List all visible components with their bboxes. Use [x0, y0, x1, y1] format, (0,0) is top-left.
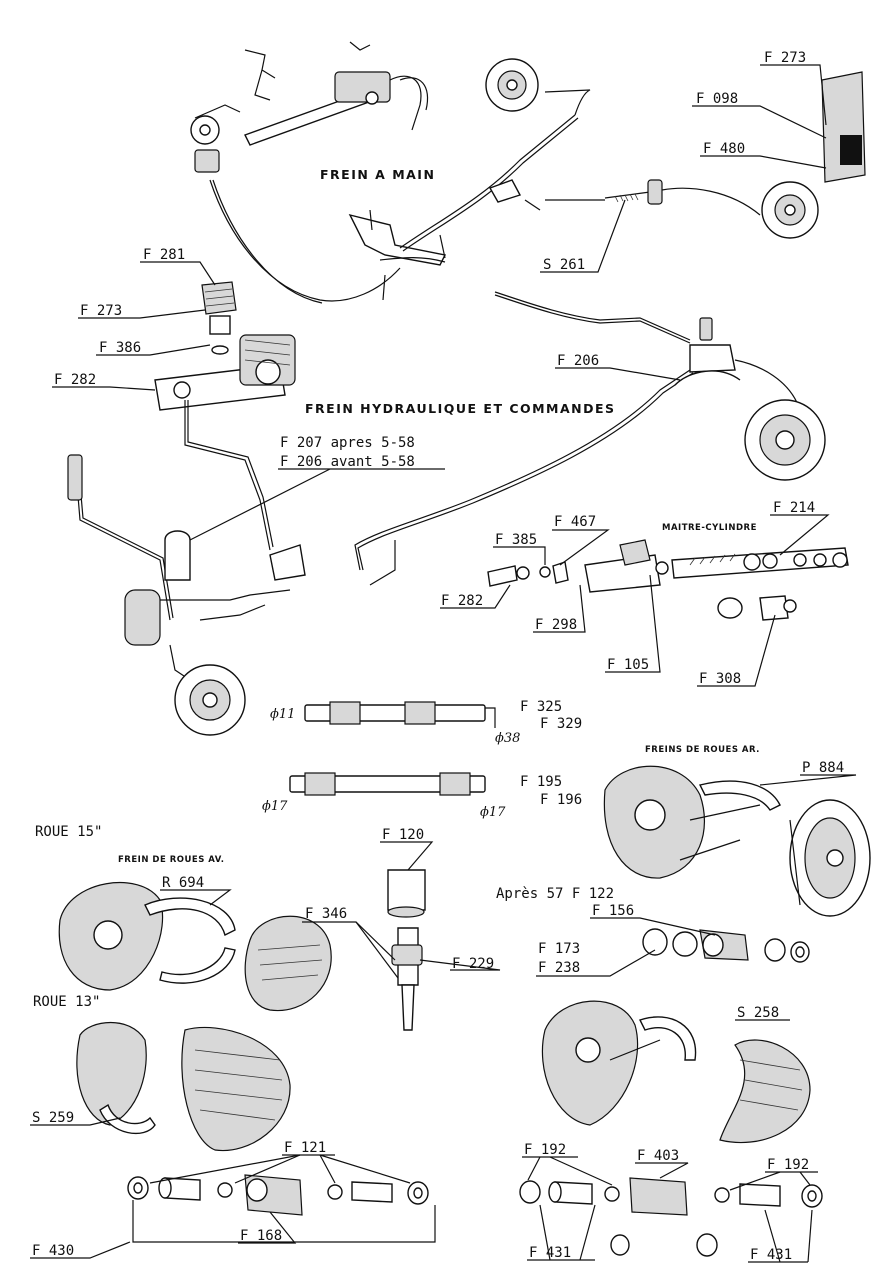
wheel-cylinder-parts-right: [642, 928, 810, 963]
ref-f173: F 173: [538, 941, 580, 957]
label-roue-15: ROUE 15": [35, 824, 102, 840]
ref-f325: F 325: [520, 699, 562, 715]
title-freins-roues-ar: FREINS DE ROUES AR.: [645, 745, 760, 755]
label-roue-13: ROUE 13": [33, 994, 100, 1010]
master-cylinder-exploded: [487, 539, 849, 621]
ref-f192-left: F 192: [524, 1142, 566, 1158]
dim-d11: ϕ11: [270, 707, 295, 722]
ref-f214: F 214: [773, 500, 815, 516]
ref-s258: S 258: [737, 1005, 779, 1021]
title-frein-hydraulique: FREIN HYDRAULIQUE ET COMMANDES: [305, 401, 616, 416]
title-maitre-cylindre: MAITRE-CYLINDRE: [662, 523, 757, 533]
ref-f431-right: F 431: [750, 1247, 792, 1263]
rear-brakes-lower: [541, 1000, 811, 1144]
ref-f298: F 298: [535, 617, 577, 633]
wheel-cylinder-center: [387, 869, 426, 1031]
bottom-parts-row-right: [519, 1177, 823, 1257]
ref-f192-right: F 192: [767, 1157, 809, 1173]
dim-d17-right: ϕ17: [480, 805, 506, 820]
front-brakes-assembly: [58, 881, 332, 1152]
ref-f207: F 207 apres 5-58: [280, 435, 415, 451]
ref-f386: F 386: [99, 340, 141, 356]
ref-r694: R 694: [162, 875, 204, 891]
ref-f308: F 308: [699, 671, 741, 687]
ref-f098: F 098: [696, 91, 738, 107]
ref-f282-left: F 282: [54, 372, 96, 388]
ref-f403: F 403: [637, 1148, 679, 1164]
ref-f120: F 120: [382, 827, 424, 843]
ref-f105: F 105: [607, 657, 649, 673]
dim-d17-left: ϕ17: [262, 799, 288, 814]
ref-f430: F 430: [32, 1243, 74, 1259]
ref-f168: F 168: [240, 1228, 282, 1244]
ref-f385: F 385: [495, 532, 537, 548]
bottom-parts-row-left: [127, 1174, 429, 1216]
ref-f282-mid: F 282: [441, 593, 483, 609]
title-frein-roues-av: FREIN DE ROUES AV.: [118, 855, 225, 865]
ref-f238: F 238: [538, 960, 580, 976]
ref-f273-mid: F 273: [80, 303, 122, 319]
ref-f346: F 346: [305, 906, 347, 922]
ref-f431-left: F 431: [529, 1245, 571, 1261]
leader-lines: [30, 64, 857, 1263]
ref-s261: S 261: [543, 257, 585, 273]
ref-f156: F 156: [592, 903, 634, 919]
ref-f480: F 480: [703, 141, 745, 157]
ref-f122: Après 57 F 122: [496, 886, 614, 902]
ref-f273-top: F 273: [764, 50, 806, 66]
ref-f195: F 195: [520, 774, 562, 790]
ref-f329: F 329: [540, 716, 582, 732]
dim-d38: ϕ38: [495, 731, 520, 746]
ref-f229: F 229: [452, 956, 494, 972]
ref-s259: S 259: [32, 1110, 74, 1126]
ref-p884: P 884: [802, 760, 844, 776]
ref-f121: F 121: [284, 1140, 326, 1156]
ref-f467: F 467: [554, 514, 596, 530]
hydraulic-brake-assembly: [67, 281, 826, 736]
ref-f206-avant: F 206 avant 5-58: [280, 454, 415, 470]
rear-brakes-assembly: [603, 765, 871, 917]
ref-f196: F 196: [540, 792, 582, 808]
title-frein-a-main: FREIN A MAIN: [320, 167, 435, 182]
hose-dimension-drawings: [289, 701, 496, 796]
hand-brake-assembly: [190, 41, 866, 304]
ref-f206-right: F 206: [557, 353, 599, 369]
ref-f281: F 281: [143, 247, 185, 263]
